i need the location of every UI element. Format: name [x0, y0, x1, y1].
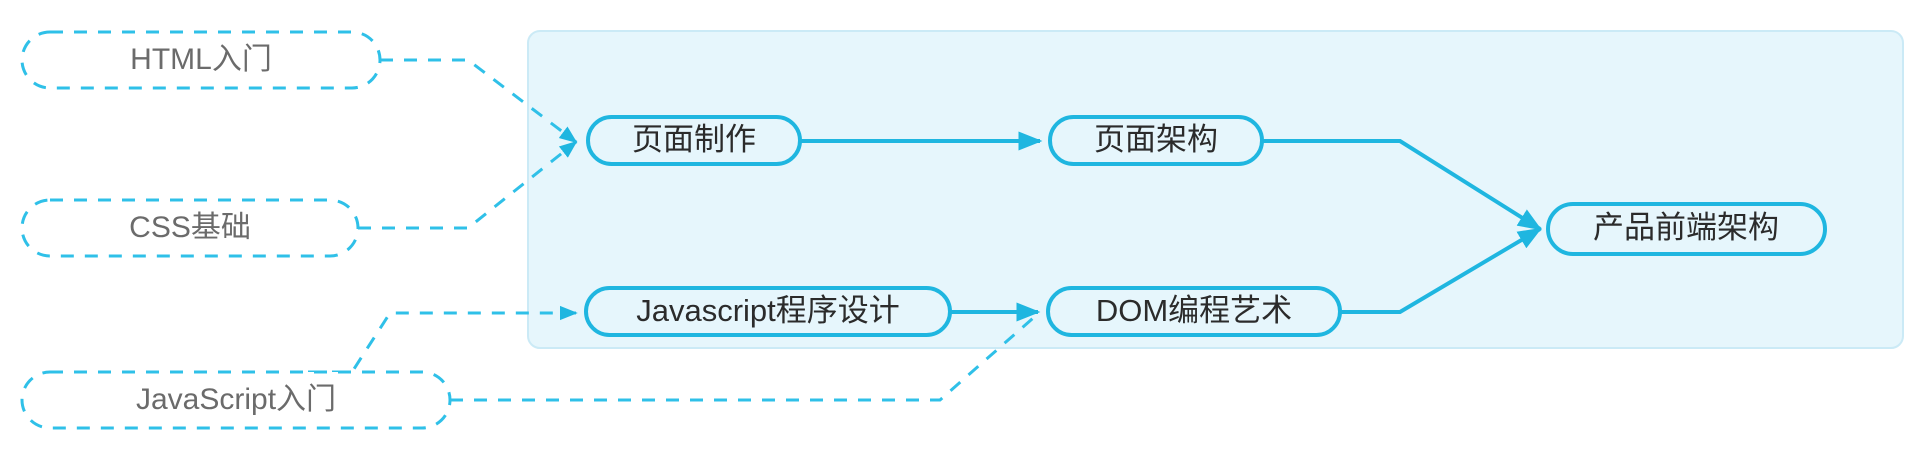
- prereq-node-label: CSS基础: [129, 211, 251, 244]
- prereq-node-css-basics[interactable]: CSS基础: [20, 198, 360, 258]
- edge-html-to-page-build: [380, 58, 578, 144]
- stage-node-label: 页面制作: [632, 122, 756, 157]
- stage-node-label: DOM编程艺术: [1096, 293, 1292, 328]
- stage-node-shape: [1546, 202, 1827, 256]
- prereq-node-html-intro[interactable]: HTML入门: [20, 30, 382, 90]
- stage-node-page-arch[interactable]: 页面架构: [1048, 115, 1264, 166]
- stage-node-page-build[interactable]: 页面制作: [586, 115, 802, 166]
- edge-css-to-page-build: [358, 140, 578, 230]
- stage-node-shape: [1048, 115, 1264, 166]
- stage-node-shape: [586, 115, 802, 166]
- prereq-node-label: HTML入门: [130, 43, 272, 76]
- edge-js-to-js-program: [308, 305, 578, 374]
- stage-node-shape: [1046, 286, 1342, 337]
- edge-js-to-dom-art: [450, 310, 1041, 402]
- edge-dom-to-product: [1340, 227, 1543, 314]
- prereq-node-label: JavaScript入门: [136, 383, 336, 416]
- stage-node-label: 页面架构: [1094, 122, 1218, 157]
- prereq-node-shape: [20, 30, 382, 90]
- stage-node-label: Javascript程序设计: [636, 293, 900, 328]
- stage-node-label: 产品前端架构: [1593, 210, 1779, 245]
- stage-node-js-program[interactable]: Javascript程序设计: [584, 286, 952, 337]
- prereq-node-js-intro[interactable]: JavaScript入门: [20, 370, 452, 430]
- main-flow-panel: [527, 30, 1904, 349]
- stage-node-product-front[interactable]: 产品前端架构: [1546, 202, 1827, 256]
- prereq-node-shape: [20, 198, 360, 258]
- prereq-node-shape: [20, 370, 452, 430]
- edge-arch-to-product: [1262, 139, 1543, 231]
- stage-node-dom-art[interactable]: DOM编程艺术: [1046, 286, 1342, 337]
- stage-node-shape: [584, 286, 952, 337]
